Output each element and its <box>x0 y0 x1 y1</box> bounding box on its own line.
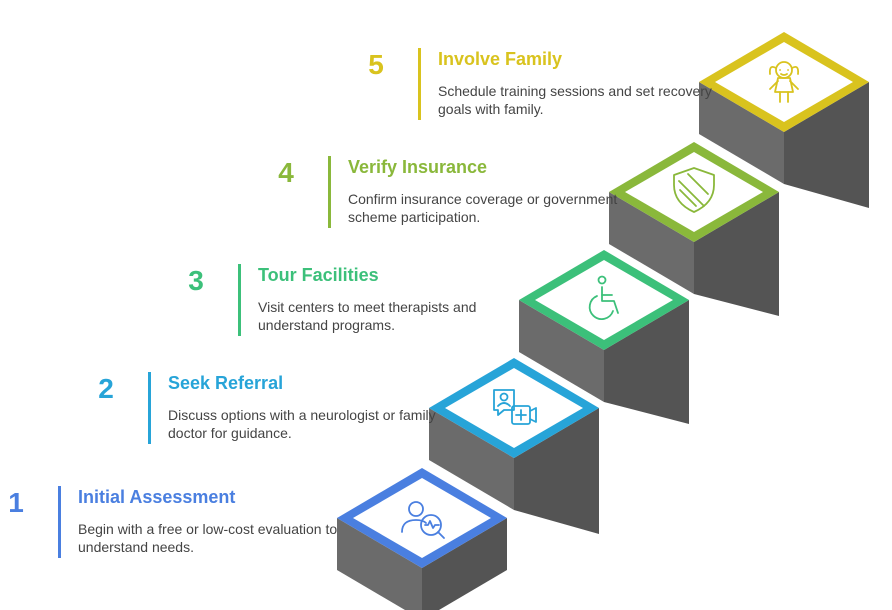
step-2-right-face <box>514 408 599 534</box>
step-4-number: 4 <box>278 157 294 188</box>
step-5: 5 Involve Family Schedule training sessi… <box>368 48 718 128</box>
staircase-sides <box>337 82 869 610</box>
step-2-platform <box>429 358 599 458</box>
step-2: 2 Seek Referral Discuss options with a n… <box>98 372 448 452</box>
step-3-title: Tour Facilities <box>258 265 379 285</box>
step-3-left-face <box>519 300 604 402</box>
step-5-description: Schedule training sessions and set recov… <box>438 83 712 117</box>
step-1-right-face <box>422 518 507 610</box>
step-4-platform <box>609 142 779 242</box>
person-health-search-icon <box>401 501 445 539</box>
step-3-number: 3 <box>188 265 204 296</box>
step-1-title: Initial Assessment <box>78 487 236 507</box>
staircase-steps <box>337 32 869 568</box>
step-3-right-face <box>604 300 689 424</box>
step-1-platform <box>337 468 507 568</box>
step-2-number: 2 <box>98 373 114 404</box>
step-3-bar <box>238 264 241 336</box>
step-1-bar <box>58 486 61 558</box>
step-3-platform <box>519 250 689 350</box>
step-2-title: Seek Referral <box>168 373 284 393</box>
step-5-right-face <box>784 82 869 208</box>
step-5-number: 5 <box>368 49 384 80</box>
step-5-left-face <box>699 82 784 184</box>
step-4-title: Verify Insurance <box>348 157 488 177</box>
step-4-bar <box>328 156 331 228</box>
child-icon <box>768 61 800 103</box>
step-1-number: 1 <box>8 487 24 518</box>
step-5-platform <box>699 32 869 132</box>
step-4-description: Confirm insurance coverage or government… <box>348 191 618 225</box>
step-2-bar <box>148 372 151 444</box>
step-2-left-face <box>429 408 514 510</box>
step-1-description: Begin with a free or low-cost evaluation… <box>78 521 338 555</box>
wheelchair-icon <box>588 275 619 320</box>
step-4-left-face <box>609 192 694 294</box>
step-2-description: Discuss options with a neurologist or fa… <box>168 407 436 441</box>
step-3: 3 Tour Facilities Visit centers to meet … <box>188 264 538 344</box>
step-4: 4 Verify Insurance Confirm insurance cov… <box>278 156 628 236</box>
step-3-description: Visit centers to meet therapists and und… <box>258 299 477 333</box>
step-4-right-face <box>694 192 779 316</box>
shield-icon <box>673 167 715 213</box>
step-5-title: Involve Family <box>438 49 563 69</box>
step-1-left-face <box>337 518 422 610</box>
telehealth-doctor-icon <box>493 389 537 425</box>
step-1: 1 Initial Assessment Begin with a free o… <box>8 486 358 566</box>
step-5-bar <box>418 48 421 120</box>
